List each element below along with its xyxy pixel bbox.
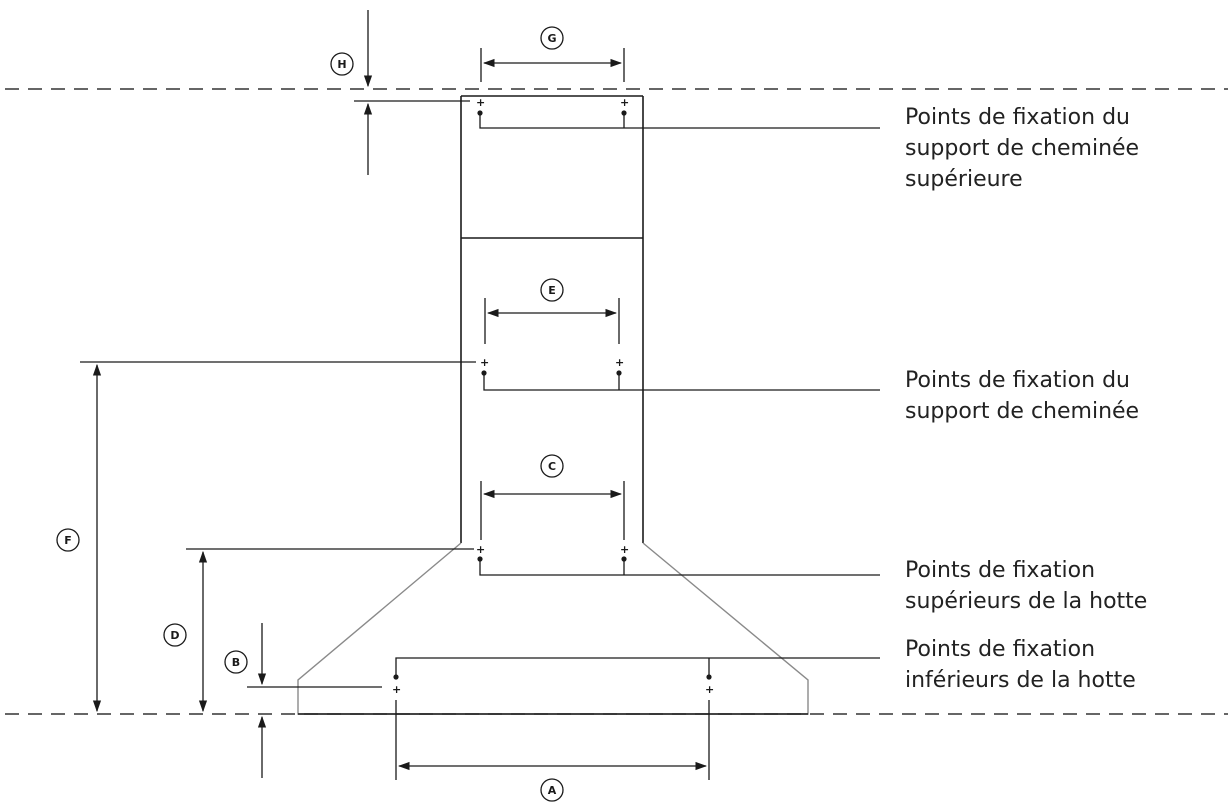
dimension-a: A (395, 700, 710, 802)
marker-e: E (548, 284, 556, 297)
svg-text:+: + (620, 543, 629, 556)
lower-hood-points: + + (392, 657, 880, 696)
chimney-outline (460, 95, 644, 543)
marker-f: F (64, 534, 72, 547)
marker-h: H (337, 58, 346, 71)
upper-chimney-bracket-points: + + (476, 96, 880, 129)
marker-a: A (548, 784, 557, 797)
dimension-b: B (224, 623, 382, 778)
marker-c: C (548, 460, 556, 473)
label-upper-hood: Points de fixation supérieurs de la hott… (905, 558, 1147, 614)
upper-hood-points: + + (476, 543, 880, 576)
marker-d: D (170, 629, 179, 642)
dimension-h: H (330, 10, 470, 175)
chimney-bracket-points: + + (480, 356, 880, 391)
svg-text:+: + (620, 96, 629, 109)
marker-b: B (232, 656, 240, 669)
svg-text:+: + (392, 683, 401, 696)
svg-text:+: + (615, 356, 624, 369)
dimension-e: E (484, 278, 620, 344)
label-upper-chimney-bracket: Points de fixation du support de cheminé… (905, 105, 1146, 192)
svg-text:+: + (705, 683, 714, 696)
dimension-d: D (163, 548, 474, 713)
dimension-f: F (56, 361, 476, 713)
dimension-g: G (480, 26, 625, 82)
svg-text:+: + (480, 356, 489, 369)
svg-text:+: + (476, 96, 485, 109)
label-chimney-bracket: Points de fixation du support de cheminé… (905, 368, 1139, 424)
dimension-c: C (480, 454, 625, 540)
svg-text:+: + (476, 543, 485, 556)
label-lower-hood: Points de fixation inférieurs de la hott… (905, 637, 1136, 693)
marker-g: G (547, 32, 556, 45)
hood-outline (297, 542, 809, 715)
